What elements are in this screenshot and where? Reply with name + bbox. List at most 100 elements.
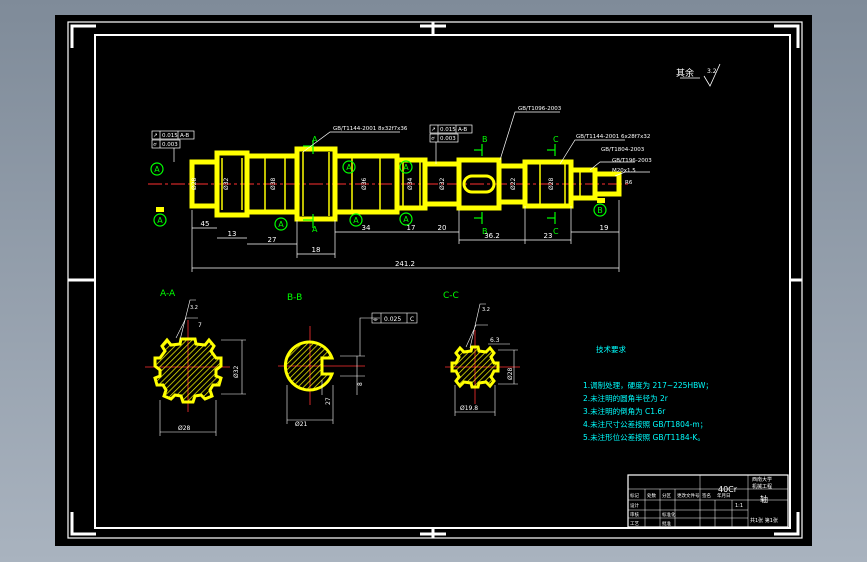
svg-text:批准: 批准: [662, 520, 671, 527]
section-cut-markers: [303, 140, 556, 228]
dim-17: 17: [407, 224, 416, 232]
cc-dim-6-3: 6.3: [490, 337, 500, 344]
svg-text:Ø28: Ø28: [548, 177, 555, 190]
svg-text:B: B: [597, 206, 603, 215]
shaft-main-view[interactable]: A A B B C C A A A A A A A B: [148, 63, 721, 272]
section-letter-a-bottom: A: [312, 225, 318, 234]
dim-34: 34: [362, 224, 371, 232]
title-block[interactable]: 40Cr 轴 西南大学 机械工程 1:1 共1张 第1张 标记 处数 分区 更改…: [627, 474, 789, 528]
frame-marks: [68, 22, 802, 538]
keyway-slot: [462, 174, 496, 194]
svg-text:审核: 审核: [630, 511, 639, 518]
svg-text:A-B: A-B: [180, 133, 189, 139]
svg-text:A: A: [403, 163, 409, 172]
svg-text:GB/T1144-2001 8x32f7x36: GB/T1144-2001 8x32f7x36: [333, 126, 408, 132]
note-1: 1.调制处理，硬度为 217~225HBW；: [583, 380, 713, 390]
dim-20: 20: [438, 224, 447, 232]
svg-text:Ø38: Ø38: [270, 177, 277, 190]
datum-circles: [150, 160, 607, 231]
callout-texts: GB/T1144-2001 8x32f7x36 GB/T1096-2003 GB…: [333, 106, 652, 186]
dim-18: 18: [312, 246, 321, 254]
svg-text:A: A: [353, 216, 359, 225]
svg-text:更改文件号: 更改文件号: [677, 492, 700, 499]
svg-text:⌭: ⌭: [153, 142, 157, 148]
bb-dim-phi21: Ø21: [295, 421, 308, 428]
svg-text:M20x1.5: M20x1.5: [612, 168, 636, 174]
svg-text:设计: 设计: [630, 502, 639, 509]
svg-text:GB/T1096-2003: GB/T1096-2003: [518, 106, 562, 112]
title-sheet: 共1张 第1张: [750, 517, 778, 524]
shaft-detail-lines: [221, 152, 581, 216]
shaft-outline: [189, 146, 622, 222]
note-5: 5.未注形位公差按照 GB/T1184-K。: [583, 432, 705, 442]
svg-text:⌭: ⌭: [431, 136, 435, 142]
note-3: 3.未注明的倒角为 C1.6r: [583, 406, 666, 416]
aa-dim-phi32: Ø32: [233, 365, 240, 378]
leader-lines: [173, 77, 700, 177]
bb-dim-8: 8: [357, 382, 364, 386]
aa-dim-7: 7: [198, 322, 202, 329]
title-school-2: 机械工程: [752, 483, 772, 490]
title-school-1: 西南大学: [752, 476, 772, 483]
roughness-symbol: [703, 63, 721, 87]
title-scale: 1:1: [735, 503, 743, 509]
dim-36-2: 36.2: [484, 232, 500, 240]
svg-text:分区: 分区: [662, 492, 671, 499]
title-material: 40Cr: [718, 485, 738, 494]
bb-dim-27: 27: [325, 397, 332, 405]
svg-text:R6: R6: [625, 180, 633, 186]
dim-total-length: 241.2: [395, 260, 415, 268]
svg-text:A: A: [154, 165, 160, 174]
svg-text:Ø36: Ø36: [361, 177, 368, 190]
section-letter-a-top: A: [312, 135, 318, 144]
svg-text:A: A: [157, 216, 163, 225]
roughness-rest-value: 3.2: [707, 68, 717, 75]
keyed-shaft-b: [283, 340, 335, 392]
section-a-a[interactable]: A-A Ø32 Ø28 7 3.2: [145, 289, 246, 436]
svg-text:年月日: 年月日: [717, 492, 731, 499]
svg-text:↗: ↗: [153, 133, 158, 139]
cc-dim-phi28: Ø28: [507, 367, 514, 380]
svg-text:A: A: [278, 220, 284, 229]
bb-fcf-datum: C: [410, 316, 414, 323]
svg-text:↗: ↗: [431, 127, 436, 133]
section-a-a-label: A-A: [160, 289, 176, 299]
spline-shaft-c: [450, 345, 500, 389]
bb-fcf-value: 0.025: [384, 316, 401, 323]
svg-text:GB/T196-2003: GB/T196-2003: [612, 158, 652, 164]
svg-text:Ø34: Ø34: [407, 177, 414, 190]
bb-fcf-symbol: ⌯: [373, 316, 378, 323]
sheet-background: [55, 15, 812, 546]
svg-text:0.003: 0.003: [440, 136, 456, 142]
notes-heading: 技术要求: [596, 344, 626, 354]
datum-triangles: [156, 198, 605, 212]
svg-text:0.003: 0.003: [162, 142, 178, 148]
section-b-b-label: B-B: [287, 293, 302, 303]
svg-text:Ø28: Ø28: [191, 177, 198, 190]
roughness-rest-label: 其余: [676, 67, 694, 79]
svg-text:A: A: [403, 215, 409, 224]
dim-23: 23: [544, 232, 553, 240]
dimension-lines: [191, 200, 620, 272]
svg-text:GB/T1804-2003: GB/T1804-2003: [601, 147, 645, 153]
aa-dim-phi28: Ø28: [178, 425, 191, 432]
section-c-c-label: C-C: [443, 291, 459, 301]
technical-notes: 技术要求 1.调制处理，硬度为 217~225HBW； 2.未注明的圆角半径为 …: [583, 344, 713, 442]
svg-text:标记: 标记: [630, 492, 639, 499]
svg-text:工艺: 工艺: [630, 521, 639, 527]
section-letter-b-bottom: B: [482, 227, 488, 236]
section-c-c[interactable]: C-C Ø28 Ø19.8 6.3 3.2: [443, 291, 520, 416]
section-letter-c-bottom: C: [553, 227, 559, 236]
fcf-middle: ↗ 0.015 A-B ⌭ 0.003: [429, 124, 473, 143]
fcf-left: ↗ 0.015 A-B ⌭ 0.003: [151, 130, 195, 149]
section-b-b[interactable]: B-B ⌯ 0.025 C Ø21 27 8: [278, 293, 418, 428]
datum-letters: A A A A A A A B: [154, 163, 602, 229]
svg-text:A-B: A-B: [458, 127, 467, 133]
section-letter-b-top: B: [482, 135, 488, 144]
svg-text:Ø22: Ø22: [510, 177, 517, 190]
title-part-name: 轴: [760, 494, 768, 504]
svg-text:Ø32: Ø32: [439, 177, 446, 190]
note-2: 2.未注明的圆角半径为 2r: [583, 393, 669, 403]
